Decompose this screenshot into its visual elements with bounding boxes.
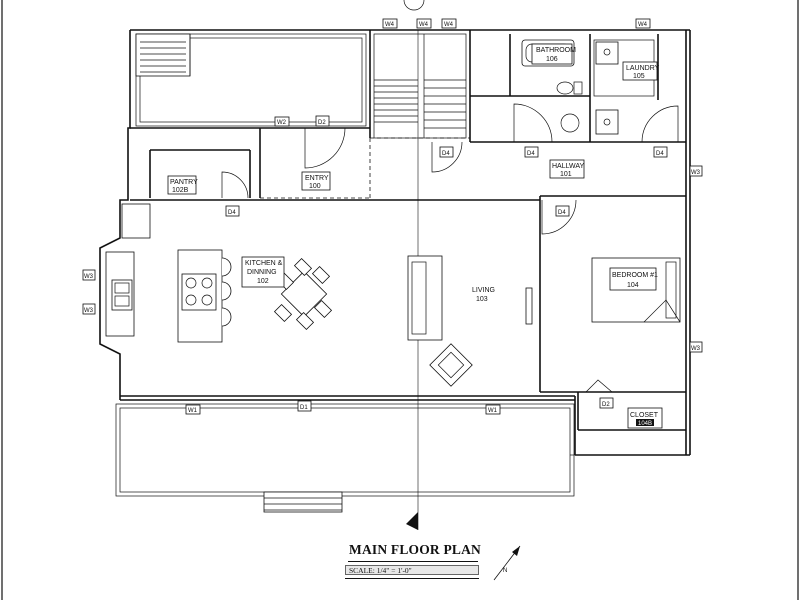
door-tag: D4 [228,210,236,216]
interior-stairs [373,33,467,139]
plan-title: MAIN FLOOR PLAN [349,542,481,557]
interior-walls [130,30,686,431]
window-tag: W1 [188,408,198,414]
room-number-pantry: 102B [172,187,189,194]
room-number-kitchen: 102 [257,278,269,285]
door-tag: D2 [318,120,326,126]
room-name-hallway: HALLWAY [552,163,584,170]
room-name-closet: CLOSET [630,412,659,419]
door-tag: D4 [527,151,535,157]
room-name-laundry: LAUNDRY [626,65,660,72]
window-tag: W3 [84,308,94,314]
room-number-bathroom: 106 [546,56,558,63]
open-plan-dashed-lines [260,137,470,199]
section-arrow-bottom [406,512,418,530]
north-arrow [493,545,521,581]
room-labels: BATHROOM 106 LAUNDRY 105 HALLWAY 101 PAN… [167,43,663,429]
room-name-kitchen-line2: DINNING [247,269,277,276]
window-tag: W4 [385,22,395,28]
door-tag: D4 [656,151,664,157]
scale-label: SCALE: 1/4" = 1'-0" [345,565,479,575]
room-number-laundry: 105 [633,73,645,80]
door-tag: D1 [300,405,308,411]
north-circle-marker [403,0,425,11]
door-tag: D2 [602,402,610,408]
front-porch [115,403,575,513]
window-tag: W4 [419,22,429,28]
window-tag: W2 [277,120,287,126]
window-tag: W3 [691,346,701,352]
room-number-hallway: 101 [560,171,572,178]
room-name-bathroom: BATHROOM [536,47,576,54]
room-name-living: LIVING [472,287,495,294]
room-number-closet: 104B [638,421,652,427]
north-label: N [503,568,507,574]
door-tags: D2 D4 D4 D4 D4 D4 D1 D2 [225,115,668,412]
exterior-walls [99,29,691,456]
window-tag: W4 [444,22,454,28]
kitchen-furniture [105,203,333,343]
window-tag: W4 [638,22,648,28]
room-name-kitchen: KITCHEN & [245,260,283,267]
scale-underline [345,578,479,579]
room-number-bedroom: 104 [627,282,639,289]
room-name-entry: ENTRY [305,175,329,182]
room-number-entry: 100 [309,183,321,190]
window-tag: W3 [84,274,94,280]
window-tag: W1 [488,408,498,414]
room-number-living: 103 [476,296,488,303]
door-tag: D4 [442,151,450,157]
window-tags: W4 W4 W4 W4 W2 W3 W3 W3 W3 W1 W1 [82,18,703,415]
living-furniture [407,255,533,387]
room-name-bedroom: BEDROOM #1 [612,272,658,279]
door-tag: D4 [558,210,566,216]
room-name-pantry: PANTRY [170,179,198,186]
door-swings [221,103,679,393]
window-tag: W3 [691,170,701,176]
back-deck [135,33,367,127]
title-underline [348,561,478,562]
